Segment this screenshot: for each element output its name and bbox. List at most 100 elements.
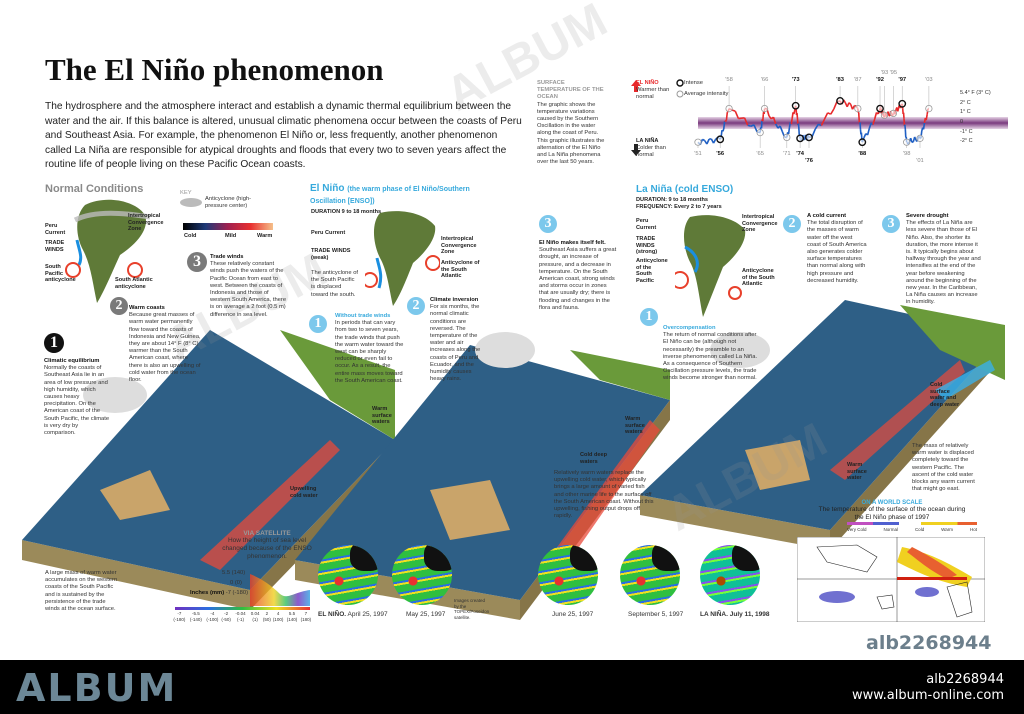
south-america-map-la-nina [675,215,746,317]
temperature-line-segment [768,115,772,120]
scale-tick: 0.04 (1) [250,611,260,622]
scale-tick: 5.5 (140) [286,611,298,622]
temperature-line-segment [833,101,838,110]
temperature-line-segment [722,128,725,132]
map-label: Peru Current [636,218,657,231]
temperature-line-segment [731,109,736,112]
map-label: TRADE WINDS [45,240,65,253]
album-logo: ALBUM [16,666,178,710]
intense-event-marker [796,134,805,143]
temperature-line-segment [820,118,826,126]
el-nino-bottom-note: Relatively warm waters replace the upwel… [554,470,654,520]
anticyclone-icon [365,272,378,288]
intro-paragraph: The hydrosphere and the atmosphere inter… [45,101,522,171]
map-label: Intertropical Convergence Zone [742,214,778,234]
footer-url[interactable]: www.album-online.com [851,688,1004,703]
event-year-label: '74 [796,151,805,157]
anticyclone-icon [728,286,742,300]
world-scale-label: Warm [941,527,953,532]
temperature-line-segment [787,127,791,135]
axis-tick-label: 0 [960,119,964,125]
event-year-label: '98 [902,151,911,157]
scale-label: Warm [257,233,273,239]
world-scale-label: Cold [914,527,925,532]
average-event-marker [916,134,924,142]
normal-label: NORMAL [636,119,663,125]
page-title: The El Niño phenomenon [45,52,384,87]
temperature-line-segment [753,124,758,133]
normal-heading: Normal Conditions [45,183,144,195]
average-event-marker [889,109,897,118]
y-tick: -7 (-180) [225,590,249,596]
arrow-up-icon [631,80,641,92]
map-label: Intertropical Convergence Zone [441,236,477,256]
axis-tick-label: 2° C [960,100,971,106]
map-label: TRADE WINDS (weak) [311,248,351,261]
intense-event-marker [858,138,867,147]
arrow-down-icon [631,144,641,156]
temperature-line-segment [743,117,749,126]
event-year-label: '66 [760,77,769,83]
temperature-line-segment [772,116,777,125]
temperature-line-segment [851,105,856,110]
event-year-label: '58 [725,77,733,83]
scale-tick: 7 (180) [300,611,312,622]
step-el-nino-felt: El Niño makes itself felt.Southeast Asia… [539,240,617,311]
step-number: 1 [309,315,327,333]
satellite-globe [700,545,760,605]
intense-legend-icon [676,79,684,87]
event-year-label: '73 [791,77,800,83]
temperature-line-segment [722,120,726,130]
image-id-watermark: alb2268944 [866,632,992,654]
average-event-marker [783,133,791,142]
block-label: Upwelling cold water [290,486,318,499]
footer-id: alb2268944 [926,672,1004,687]
scale-label: Mild [225,233,237,239]
temperature-line-segment [897,107,900,112]
map-label: South Pacific anticyclone [45,264,76,284]
la-nina-legend-sub: Colder than normal [636,145,666,159]
temperature-line-segment [814,123,820,130]
average-event-marker [925,104,933,113]
globe-caption: May 25, 1997 [406,611,446,618]
intense-event-marker [876,104,884,113]
satellite-section: VIA SATELLITE How the height of sea leve… [222,530,312,560]
step-number: 3 [539,215,557,233]
anticyclone-icon [425,255,440,271]
intense-event-marker [791,101,800,110]
temperature-line-segment [818,123,822,127]
map-label: The anticyclone of the South Pacific is … [311,270,359,298]
legend-average: Average intensity [684,91,729,97]
map-label: Peru Current [45,223,66,236]
y-axis-label: Inches (mm) [190,590,225,596]
scale-tick: 2 (50) [262,611,271,622]
globes-note: Images created by the TOPEX/Poseidon sat… [454,598,490,620]
intense-event-marker [805,133,813,142]
la-nina-block [640,300,1005,550]
temperature-line-segment [823,112,829,120]
south-america-map-normal [65,199,151,303]
anticyclone-icon [65,262,81,278]
event-year-label: '65 [756,151,764,157]
anticyclone-icon [675,271,689,289]
satellite-globe [620,545,680,605]
globe-caption: LA NIÑA. July 11, 1998 [700,611,770,618]
temperature-line-segment [793,109,796,115]
average-event-marker [854,104,862,113]
la-nina-frequency: FREQUENCY: Every 2 to 7 years [636,204,722,210]
surface-temp-description: SURFACE TEMPERATURE OF THE OCEAN The gra… [537,80,605,166]
temperature-line-segment [779,125,784,132]
temperature-line-segment [725,112,729,121]
event-year-label: '56 [716,151,725,157]
temperature-line-segment [887,111,890,116]
event-year-label: '76 [805,158,813,164]
temperature-line-segment [702,138,706,142]
map-label: TRADE WINDS (strong) [636,236,658,256]
intense-event-marker [716,135,725,144]
